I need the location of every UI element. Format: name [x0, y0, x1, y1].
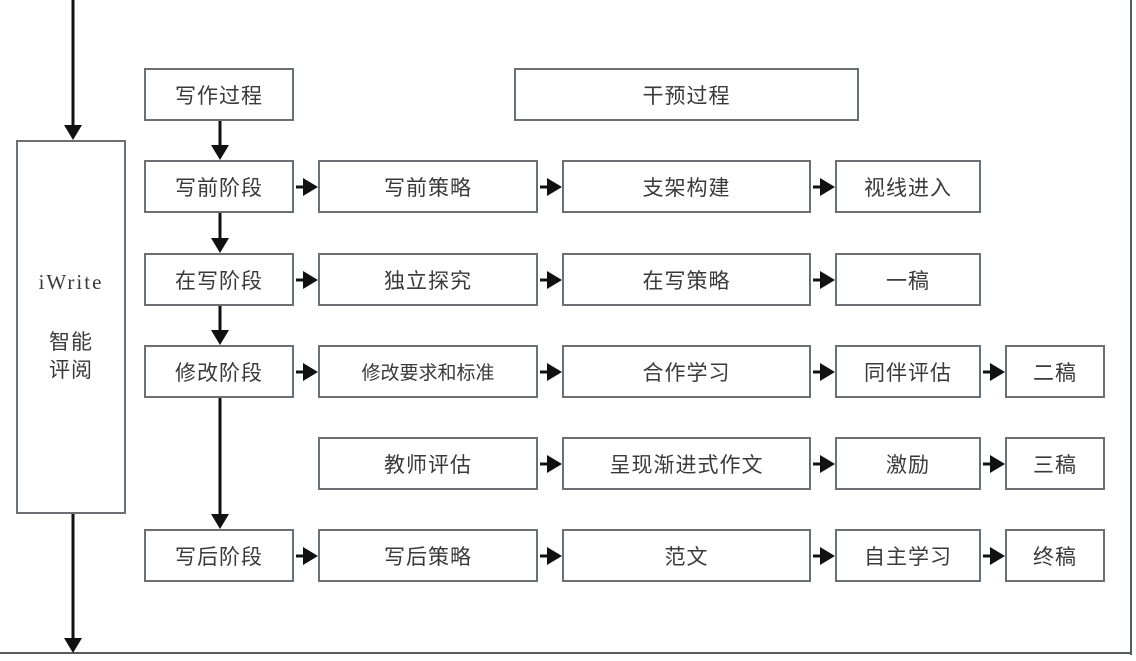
header-writing-process: 写作过程	[144, 68, 294, 121]
stage-label-pre-writing: 写前阶段	[175, 176, 263, 200]
arrow-row1-step2-to-step3	[813, 177, 835, 196]
arrow-row4-step2-to-step3	[813, 454, 835, 473]
frame-bottom-border	[0, 652, 1131, 654]
stage-label-during-writing: 在写阶段	[175, 269, 263, 293]
row3-step-2: 合作学习	[562, 345, 811, 398]
row2-step-2: 在写策略	[562, 253, 811, 306]
row4-step-2: 呈现渐进式作文	[562, 437, 811, 490]
arrow-from-iwrite-panel	[63, 513, 82, 653]
arrow-row5-stage-to-step1	[296, 546, 318, 565]
arrow-stage-1-to-stage-2	[210, 213, 229, 253]
arrow-writing-process-to-stage-1	[210, 121, 229, 160]
row4-step-4: 三稿	[1005, 437, 1105, 490]
row4-step-1: 教师评估	[318, 437, 538, 490]
row3-step-4-label: 二稿	[1033, 361, 1077, 385]
header-intervention-process-label: 干预过程	[642, 84, 731, 108]
header-writing-process-label: 写作过程	[175, 84, 263, 108]
arrow-row2-stage-to-step1	[296, 270, 318, 289]
stage-box-during-writing: 在写阶段	[144, 253, 294, 306]
row5-step-3: 自主学习	[835, 529, 981, 582]
row3-step-2-label: 合作学习	[642, 361, 731, 385]
row2-step-2-label: 在写策略	[642, 269, 731, 293]
arrow-row3-step3-to-step4	[983, 362, 1005, 381]
row5-step-1-label: 写后策略	[384, 545, 472, 569]
row1-step-2-label: 支架构建	[642, 176, 731, 200]
row5-step-4: 终稿	[1005, 529, 1105, 582]
row5-step-1: 写后策略	[318, 529, 538, 582]
arrow-row3-step1-to-step2	[540, 362, 562, 381]
row4-step-1-label: 教师评估	[384, 453, 472, 477]
arrow-row3-step2-to-step3	[813, 362, 835, 381]
iwrite-subtitle-line-2: 评阅	[49, 359, 93, 383]
row5-step-4-label: 终稿	[1033, 545, 1077, 569]
row1-step-1-label: 写前策略	[384, 176, 472, 200]
row5-step-2: 范文	[562, 529, 811, 582]
row1-step-1: 写前策略	[318, 160, 538, 213]
stage-box-pre-writing: 写前阶段	[144, 160, 294, 213]
row5-step-2-label: 范文	[664, 545, 709, 569]
arrow-row2-step1-to-step2	[540, 270, 562, 289]
row2-step-3-label: 一稿	[886, 269, 930, 293]
arrow-row3-stage-to-step1	[296, 362, 318, 381]
arrow-row5-step3-to-step4	[983, 546, 1005, 565]
arrow-row4-step1-to-step2	[540, 454, 562, 473]
stage-box-post-writing: 写后阶段	[144, 529, 294, 582]
row2-step-1: 独立探究	[318, 253, 538, 306]
row3-step-3: 同伴评估	[835, 345, 981, 398]
arrow-stage-3-to-stage-4	[210, 398, 229, 529]
row1-step-3-label: 视线进入	[864, 176, 952, 200]
frame-right-border	[1130, 0, 1132, 655]
arrow-row5-step2-to-step3	[813, 546, 835, 565]
row1-step-2: 支架构建	[562, 160, 811, 213]
row1-step-3: 视线进入	[835, 160, 981, 213]
arrow-row1-stage-to-step1	[296, 177, 318, 196]
stage-label-post-writing: 写后阶段	[175, 545, 263, 569]
row4-step-2-label: 呈现渐进式作文	[609, 453, 764, 477]
row3-step-1: 修改要求和标准	[318, 345, 538, 398]
iwrite-side-panel: iWrite 智能 评阅	[16, 140, 126, 514]
stage-box-revision: 修改阶段	[144, 345, 294, 398]
iwrite-brand-label: iWrite	[38, 270, 104, 294]
row4-step-3-label: 激励	[886, 453, 930, 477]
row3-step-3-label: 同伴评估	[864, 361, 952, 385]
arrow-row5-step1-to-step2	[540, 546, 562, 565]
arrow-row2-step2-to-step3	[813, 270, 835, 289]
row3-step-4: 二稿	[1005, 345, 1105, 398]
row2-step-3: 一稿	[835, 253, 981, 306]
arrow-row4-step3-to-step4	[983, 454, 1005, 473]
arrow-row1-step1-to-step2	[540, 177, 562, 196]
iwrite-subtitle-line-1: 智能	[49, 331, 93, 354]
row2-step-1-label: 独立探究	[384, 269, 472, 293]
row3-step-1-label: 修改要求和标准	[361, 363, 495, 384]
header-intervention-process: 干预过程	[514, 68, 859, 121]
arrow-into-iwrite-panel	[63, 0, 82, 140]
arrow-stage-2-to-stage-3	[210, 306, 229, 345]
row5-step-3-label: 自主学习	[864, 545, 952, 569]
row4-step-4-label: 三稿	[1033, 453, 1077, 477]
row4-step-3: 激励	[835, 437, 981, 490]
stage-label-revision: 修改阶段	[175, 361, 263, 385]
